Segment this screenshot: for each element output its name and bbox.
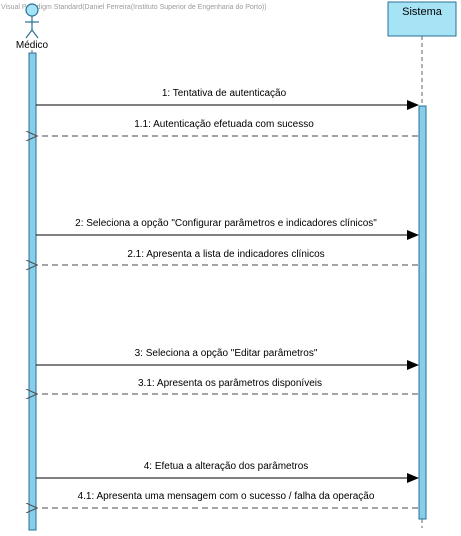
system-box [387, 1, 457, 37]
message-label-2: 2: Seleciona a opção "Configurar parâmet… [75, 218, 377, 229]
message-label-2-1: 2.1: Apresenta a lista de indicadores cl… [127, 249, 324, 260]
stick-figure-icon [25, 3, 39, 39]
message-label-3-1: 3.1: Apresenta os parâmetros disponíveis [138, 378, 322, 389]
actor-activation-bar [28, 52, 37, 531]
message-label-1-1: 1.1: Autenticação efetuada com sucesso [134, 119, 314, 130]
message-label-1: 1: Tentativa de autenticação [162, 88, 287, 99]
message-label-4-1: 4.1: Apresenta uma mensagem com o sucess… [78, 491, 375, 502]
actor-label: Médico [16, 40, 49, 51]
system-label: Sistema [402, 6, 443, 18]
watermark-text: Visual Paradigm Standard(Daniel Ferreira… [1, 4, 267, 11]
system-activation-bar [418, 105, 427, 520]
message-label-4: 4: Efetua a alteração dos parâmetros [144, 461, 309, 472]
message-label-3: 3: Seleciona a opção "Editar parâmetros" [135, 348, 318, 359]
